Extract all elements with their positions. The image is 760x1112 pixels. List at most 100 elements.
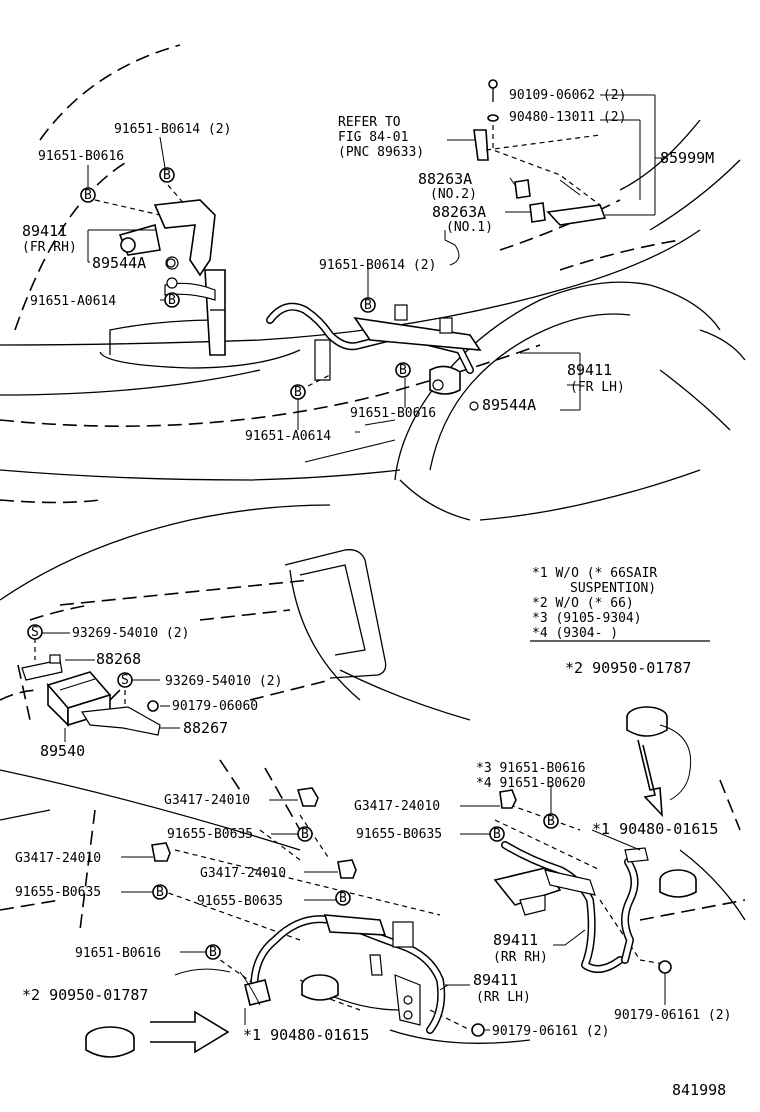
bolt-mark: B — [301, 827, 309, 842]
middle-labels: 93269-54010 (2) 88268 93269-54010 (2) 90… — [40, 626, 282, 760]
label-2-90950-left: *2 90950-01787 — [22, 986, 148, 1004]
refer-line-1: REFER TO — [338, 115, 401, 130]
note-1: *1 W/O (* 66SAIR — [532, 566, 657, 581]
clip-icon — [151, 842, 171, 862]
bolt-icon: B — [489, 826, 505, 842]
label-88268: 88268 — [96, 650, 141, 668]
figure-number: 841998 — [672, 1081, 726, 1099]
note-1b: SUSPENTION) — [570, 581, 656, 596]
bottom-small-parts — [85, 706, 697, 1058]
label-91651-b0616-b: 91651-B0616 — [350, 406, 436, 421]
bolt-icon: B — [164, 292, 180, 308]
clip-icon — [499, 789, 517, 809]
label-91651-a0614-a: 91651-A0614 — [30, 294, 116, 309]
height-control-link-assembly — [473, 79, 668, 226]
label-fr-rh: (FR RH) — [22, 240, 77, 255]
label-89411-fr-rh: 89411 — [22, 222, 67, 240]
top-bolt-markers: B B B B B B — [80, 167, 479, 411]
grommet-icon — [659, 869, 697, 898]
height-control-computer — [21, 638, 161, 736]
label-g3417-b: G3417-24010 — [354, 799, 440, 814]
clip-ring-icon — [166, 258, 176, 268]
fr-rh-height-sensor — [94, 184, 226, 356]
label-93269-b: 93269-54010 (2) — [165, 674, 282, 689]
bolt-mark: B — [163, 168, 171, 183]
bolt-icon: B — [360, 297, 376, 313]
bolt-mark: B — [209, 945, 217, 960]
label-90179-06161-a: 90179-06161 (2) — [492, 1024, 609, 1039]
label-91651-b0614-a: 91651-B0614 (2) — [114, 122, 231, 137]
bolt-icon: B — [80, 187, 96, 203]
screw-icon: S — [27, 624, 43, 640]
screw-icon: S — [117, 672, 133, 688]
label-90109: 90109-06062 (2) — [509, 88, 626, 103]
bolt-mark: B — [294, 385, 302, 400]
clip-icon — [337, 859, 357, 879]
notes-block: *1 W/O (* 66SAIR SUSPENTION) *2 W/O (* 6… — [530, 566, 710, 642]
bolt-mark: B — [399, 363, 407, 378]
bolt-mark: B — [84, 188, 92, 203]
label-rr-rh: (RR RH) — [493, 950, 548, 965]
note-2: *2 W/O (* 66) — [532, 596, 634, 611]
bolt-mark: B — [168, 293, 176, 308]
label-3-91651-b0616: *3 91651-B0616 — [476, 761, 586, 776]
rear-body-outline — [0, 759, 746, 1044]
bolt-icon: B — [395, 362, 411, 378]
front-body-outline — [0, 44, 746, 521]
label-fr-lh: (FR LH) — [570, 380, 625, 395]
label-91651-a0614-b: 91651-A0614 — [245, 429, 331, 444]
bolt-icon: B — [159, 167, 175, 183]
bottom-labels: *2 90950-01787 *3 91651-B0616 *4 91651-B… — [15, 659, 731, 1099]
label-1-90480-right: *1 90480-01615 — [592, 820, 718, 838]
bolt-mark: B — [156, 885, 164, 900]
label-no2: (NO.2) — [430, 187, 477, 202]
label-91651-b0616-a: 91651-B0616 — [38, 149, 124, 164]
label-89544a-a: 89544A — [92, 254, 146, 272]
nut-icon — [658, 960, 672, 974]
middle-s-markers: S S — [27, 624, 133, 688]
label-89411-fr-lh: 89411 — [567, 361, 612, 379]
fr-lh-height-sensor — [266, 302, 482, 395]
label-91651-b0616-c: 91651-B0616 — [75, 946, 161, 961]
bolt-icon: B — [297, 826, 313, 842]
label-85999m: 85999M — [660, 149, 714, 167]
label-rr-lh: (RR LH) — [476, 990, 531, 1005]
grommet-icon — [301, 974, 339, 1001]
s-mark: S — [31, 625, 39, 640]
label-90179-06161-b: 90179-06161 (2) — [614, 1008, 731, 1023]
bolt-mark: B — [339, 891, 347, 906]
label-g3417-a: G3417-24010 — [164, 793, 250, 808]
clip-icon — [296, 787, 319, 807]
label-88263a-no1: 88263A — [432, 203, 486, 221]
label-91655-a: 91655-B0635 — [167, 827, 253, 842]
middle-leader-lines — [42, 632, 180, 742]
bolt-mark: B — [364, 298, 372, 313]
label-89411-rr-lh: 89411 — [473, 971, 518, 989]
flow-arrows — [150, 724, 692, 1054]
label-89411-rr-rh: 89411 — [493, 931, 538, 949]
rr-rh-height-sensor — [493, 841, 649, 973]
label-90480-13011: 90480-13011 (2) — [509, 110, 626, 125]
label-91651-b0614-b: 91651-B0614 (2) — [319, 258, 436, 273]
label-1-90480-left: *1 90480-01615 — [243, 1026, 369, 1044]
label-g3417-c: G3417-24010 — [15, 851, 101, 866]
label-89544a-b: 89544A — [482, 396, 536, 414]
label-g3417-d: G3417-24010 — [200, 866, 286, 881]
label-89540: 89540 — [40, 742, 85, 760]
label-91655-b: 91655-B0635 — [356, 827, 442, 842]
rr-lh-height-sensor — [244, 914, 446, 1034]
grommet-icon — [626, 706, 668, 737]
bolt-icon: B — [335, 890, 351, 906]
label-4-91651-b0620: *4 91651-B0620 — [476, 776, 586, 791]
label-2-90950-right: *2 90950-01787 — [565, 659, 691, 677]
label-88267: 88267 — [183, 719, 228, 737]
bolt-icon: B — [152, 884, 168, 900]
bolt-icon: B — [290, 384, 306, 400]
note-3: *3 (9105-9304) — [532, 611, 642, 626]
bolt-icon: B — [205, 944, 221, 960]
label-no1: (NO.1) — [446, 220, 493, 235]
clip-ring-icon — [469, 401, 479, 411]
note-4: *4 (9304- ) — [532, 626, 618, 641]
bottom-leader-lines — [121, 785, 666, 1031]
